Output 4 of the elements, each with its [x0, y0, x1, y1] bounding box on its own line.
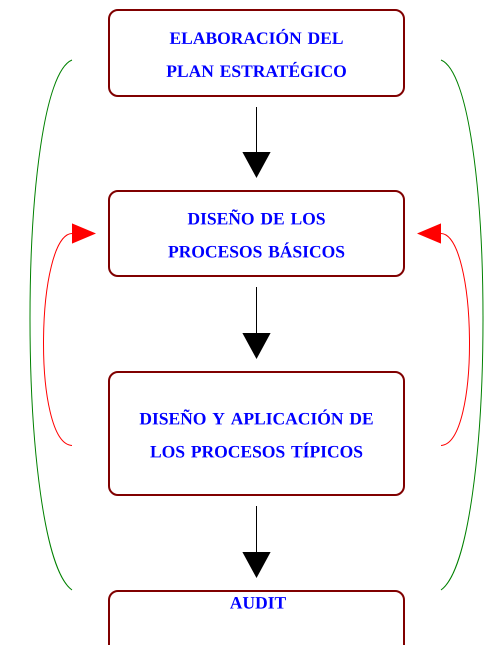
process-box: DISEÑO DE LOS PROCESOS BÁSICOS — [108, 190, 405, 277]
process-box: ELABORACIÓN DEL PLAN ESTRATÉGICO — [108, 9, 405, 97]
process-box: AUDIT — [108, 590, 405, 645]
process-box: DISEÑO Y APLICACIÓN DE LOS PROCESOS TÍPICOS — [108, 371, 405, 496]
